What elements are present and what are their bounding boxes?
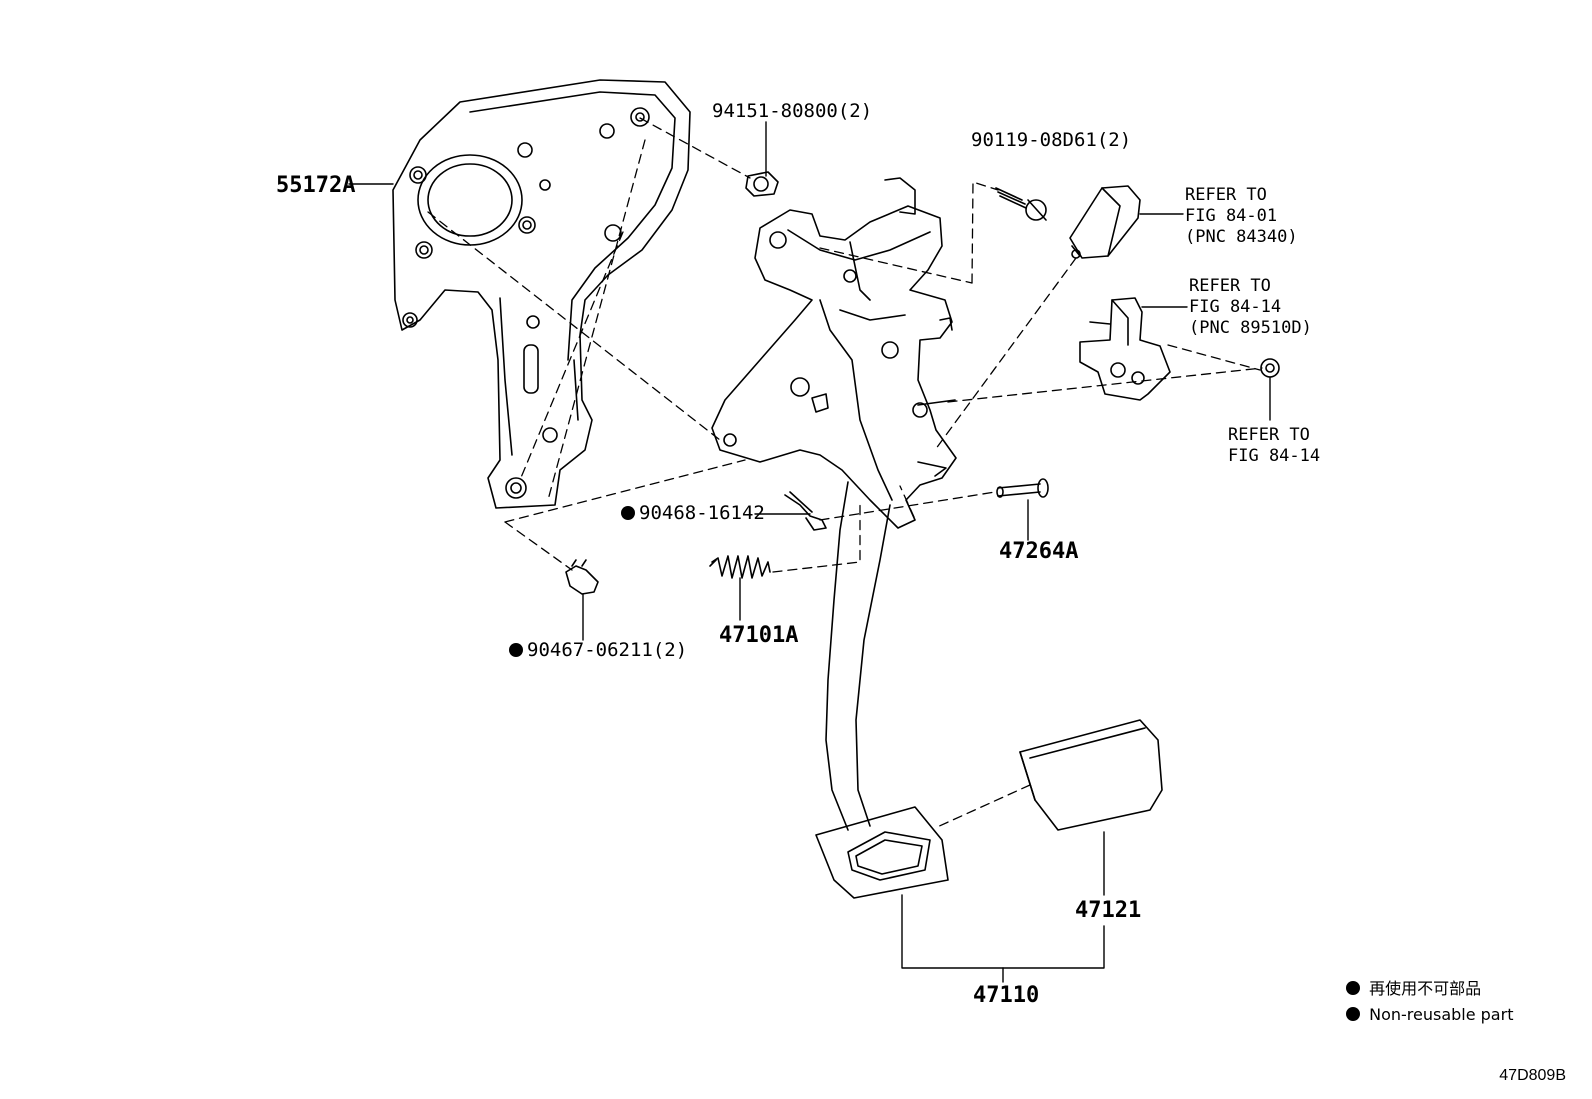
pedal-support-bracket-part	[711, 177, 957, 529]
refer-note-switch: REFER TO FIG 84-01 (PNC 84340)	[1185, 185, 1298, 248]
pedal-sensor-part	[1079, 297, 1171, 401]
label-47110: 47110	[973, 983, 1040, 1008]
refer-line: (PNC 84340)	[1185, 227, 1298, 247]
refer-line: FIG 84-14	[1228, 446, 1321, 466]
bracket-plate-part	[392, 79, 691, 509]
label-47264a: 47264A	[999, 539, 1079, 564]
non-reusable-marker-icon	[1346, 1007, 1360, 1021]
legend-jp-text: 再使用不可部品	[1369, 979, 1482, 998]
label-90119-08d61: 90119-08D61(2)	[971, 129, 1132, 151]
non-reusable-marker-icon	[621, 506, 635, 520]
label-47121: 47121	[1075, 898, 1142, 923]
label-90467-06211: 90467-06211(2)	[509, 641, 687, 660]
refer-line: (PNC 89510D)	[1189, 318, 1312, 338]
clip-90467-part	[565, 559, 599, 595]
label-55172a: 55172A	[276, 173, 356, 198]
refer-line: FIG 84-01	[1185, 206, 1278, 226]
label-90468-16142: 90468-16142	[621, 504, 765, 523]
clip-94151-part	[745, 171, 779, 197]
legend: 再使用不可部品 Non-reusable part	[1346, 976, 1513, 1028]
refer-note-nut: REFER TO FIG 84-14	[1228, 425, 1320, 467]
refer-line: REFER TO	[1185, 185, 1267, 205]
legend-row-en: Non-reusable part	[1346, 1002, 1513, 1028]
refer-note-sensor: REFER TO FIG 84-14 (PNC 89510D)	[1189, 276, 1312, 339]
label-90468-text: 90468-16142	[639, 502, 765, 524]
non-reusable-marker-icon	[509, 643, 523, 657]
refer-line: REFER TO	[1189, 276, 1271, 296]
leader-lines	[348, 121, 1271, 983]
nut-part	[1260, 358, 1280, 378]
pin-47264a-part	[996, 478, 1049, 498]
spring-47101a-part	[709, 555, 771, 579]
pedal-pad-part	[1019, 719, 1163, 831]
label-94151-80800: 94151-80800(2)	[712, 100, 873, 122]
refer-line: FIG 84-14	[1189, 297, 1282, 317]
brake-pedal-arm-part	[815, 481, 949, 899]
refer-line: REFER TO	[1228, 425, 1310, 445]
label-47101a: 47101A	[719, 623, 799, 648]
label-90467-text: 90467-06211(2)	[527, 639, 688, 661]
stop-lamp-switch-part	[1069, 185, 1141, 259]
assembly-lines	[427, 117, 1263, 829]
figure-code: 47D809B	[1499, 1067, 1566, 1084]
legend-en-text: Non-reusable part	[1369, 1005, 1514, 1024]
bolt-90119-part	[995, 187, 1047, 221]
cotter-pin-part	[784, 491, 827, 531]
non-reusable-marker-icon	[1346, 981, 1360, 995]
legend-row-jp: 再使用不可部品	[1346, 976, 1513, 1002]
